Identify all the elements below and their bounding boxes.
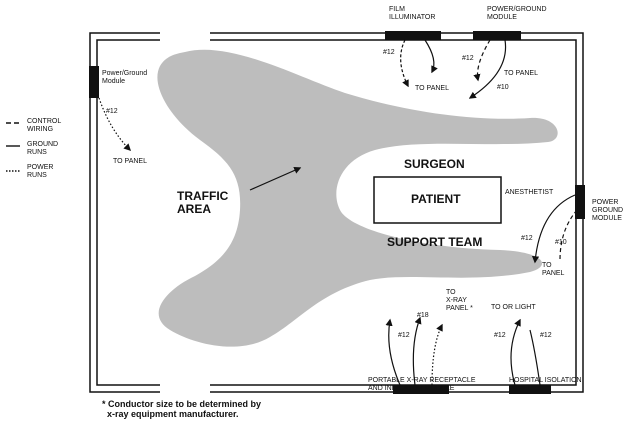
to-panel-label-right: TO PANEL	[542, 262, 565, 277]
power-ground-module-right	[575, 185, 585, 219]
wire-size-right-a: #12	[521, 235, 533, 242]
support-team-label: SUPPORT TEAM	[387, 235, 483, 249]
wire-size-bottom-b: #12	[494, 332, 506, 339]
wire-size-bottom-c: #12	[540, 332, 552, 339]
power-ground-right-label: POWER GROUND MODULE	[592, 199, 624, 222]
traffic-area-label: TRAFFIC AREA	[177, 189, 229, 216]
wire-size-top-b: #12	[462, 55, 474, 62]
power-ground-module-top	[473, 31, 521, 40]
power-ground-module-left	[89, 66, 99, 98]
to-or-light-label: TO OR LIGHT	[491, 304, 536, 311]
wire-size-right-b: #10	[555, 239, 567, 246]
anesthetist-label: ANESTHETIST	[505, 189, 554, 196]
wire-size-left: #12	[106, 108, 118, 115]
traffic-area-shape	[157, 49, 558, 347]
to-xray-panel-label: TO X-RAY PANEL *	[446, 289, 473, 312]
legend-control-label: CONTROL WIRING	[27, 118, 62, 133]
left-wiring-run	[98, 97, 132, 152]
patient-table	[373, 176, 502, 224]
portable-xray-label: PORTABLE X-RAY RECEPTACLE AND INDICATOR …	[368, 377, 476, 392]
wire-size-top-a: #12	[383, 49, 395, 56]
top-wiring-runs	[400, 39, 507, 99]
to-panel-label-top-a: TO PANEL	[415, 85, 449, 92]
surgeon-label: SURGEON	[404, 157, 465, 171]
traffic-arrow	[249, 167, 302, 191]
to-panel-label-left: TO PANEL	[113, 158, 147, 165]
bottom-wiring-runs	[385, 316, 541, 386]
power-ground-left-label: Power/Ground Module	[102, 70, 148, 85]
legend-lines	[6, 122, 20, 172]
to-panel-label-top-b: TO PANEL	[504, 70, 538, 77]
film-illuminator-block	[385, 31, 441, 40]
wire-size-bottom-18: #18	[417, 312, 429, 319]
patient-label: PATIENT	[411, 192, 461, 206]
right-wiring-runs	[531, 194, 578, 264]
film-illuminator-label: FILM ILLUMINATOR	[389, 6, 436, 21]
hospital-isolation-panel-block	[509, 385, 551, 394]
legend-power-label: POWER RUNS	[27, 164, 54, 179]
wire-size-bottom-a: #12	[398, 332, 410, 339]
footnote: * Conductor size to be determined by x-r…	[102, 399, 262, 419]
portable-xray-module	[393, 385, 449, 394]
power-ground-top-label: POWER/GROUND MODULE	[487, 6, 547, 21]
wire-size-top-c: #10	[497, 84, 509, 91]
hospital-isolation-label: HOSPITAL ISOLATION PANEL	[509, 377, 582, 392]
legend-ground-label: GROUND RUNS	[27, 141, 59, 156]
